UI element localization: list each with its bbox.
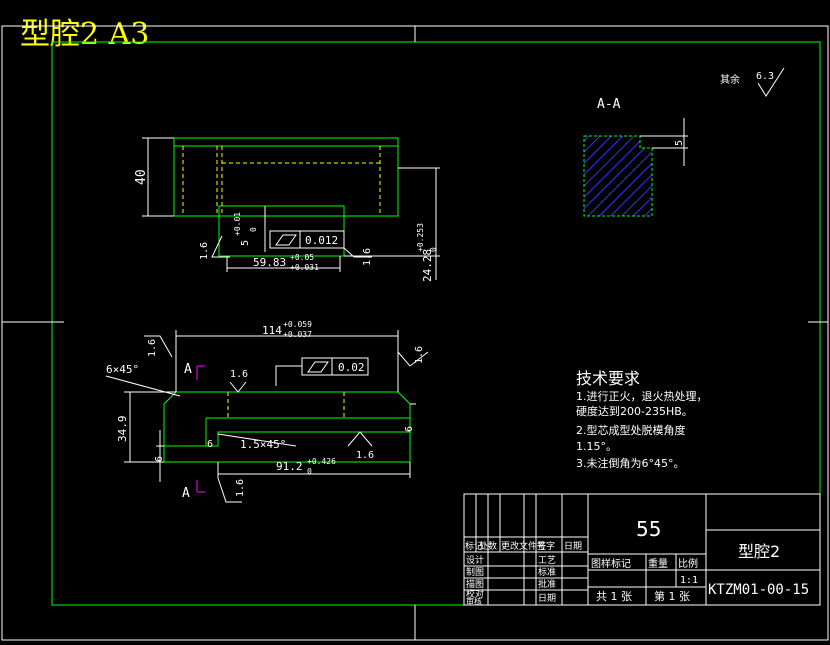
svg-text:技术要求: 技术要求: [576, 369, 640, 388]
svg-text:+0.037: +0.037: [283, 330, 312, 339]
svg-text:55: 55: [636, 517, 661, 541]
svg-text:0: 0: [249, 227, 258, 232]
svg-text:+0.01: +0.01: [233, 212, 242, 236]
svg-text:校对: 校对: [466, 588, 484, 600]
svg-text:硬度达到200-235HB。: 硬度达到200-235HB。: [576, 404, 693, 418]
outer-border: [1, 25, 829, 641]
svg-text:5: 5: [240, 240, 251, 246]
svg-text:+0.031: +0.031: [290, 263, 319, 272]
centering-marks: [2, 26, 828, 640]
svg-text:6: 6: [404, 426, 415, 432]
svg-text:6: 6: [207, 439, 213, 450]
svg-text:第 1 张: 第 1 张: [654, 589, 690, 603]
drawing-frame: [51, 41, 821, 606]
svg-text:日期: 日期: [538, 593, 556, 604]
svg-text:比例: 比例: [678, 557, 698, 570]
general-roughness: 其余 6.3: [720, 67, 785, 97]
svg-text:+0.05: +0.05: [290, 253, 314, 262]
svg-text:91.2: 91.2: [276, 460, 303, 473]
svg-text:标记: 标记: [465, 540, 483, 552]
svg-text:KTZM01-00-15: KTZM01-00-15: [708, 582, 809, 598]
svg-text:更改文件号: 更改文件号: [501, 540, 546, 552]
svg-text:型腔2: 型腔2: [738, 542, 780, 561]
svg-text:+0.253: +0.253: [416, 223, 425, 252]
svg-text:24.28: 24.28: [421, 249, 434, 282]
svg-text:描图: 描图: [466, 578, 484, 590]
top-view: 40 5 +0.01 0 0.012 1.6 1.6 59.83 +0.05 +…: [134, 137, 440, 282]
svg-text:3.未注倒角为6°45°。: 3.未注倒角为6°45°。: [576, 456, 685, 470]
svg-text:114: 114: [262, 324, 282, 337]
svg-text:1.6: 1.6: [230, 369, 248, 380]
section-a-a: A-A 5: [583, 97, 688, 217]
svg-text:+0.059: +0.059: [283, 320, 312, 329]
title-block: 55 型腔2 KTZM01-00-15 标记 处数 更改文件号 签字 日期 设计…: [463, 493, 821, 606]
svg-text:6.3: 6.3: [756, 71, 774, 82]
svg-text:1.15°。: 1.15°。: [576, 440, 617, 453]
svg-text:40: 40: [134, 169, 149, 185]
svg-text:1.5×45°: 1.5×45°: [240, 438, 286, 451]
svg-text:签字: 签字: [537, 540, 555, 552]
svg-text:6: 6: [154, 456, 165, 462]
sheet-title: 型腔2 A3: [20, 17, 150, 52]
svg-text:59.83: 59.83: [253, 256, 286, 269]
svg-text:A: A: [182, 486, 190, 501]
svg-text:5: 5: [674, 140, 685, 146]
svg-text:重量: 重量: [648, 557, 668, 570]
svg-text:1.6: 1.6: [414, 346, 425, 364]
svg-text:1:1: 1:1: [680, 575, 698, 586]
svg-text:标准: 标准: [538, 566, 556, 578]
svg-text:6×45°: 6×45°: [106, 363, 139, 376]
svg-text:0: 0: [429, 247, 438, 252]
svg-text:1.6: 1.6: [362, 248, 373, 266]
svg-text:共 1 张: 共 1 张: [596, 590, 632, 603]
svg-text:日期: 日期: [564, 541, 582, 552]
svg-text:0.012: 0.012: [305, 234, 338, 247]
tech-requirements: 技术要求 1.进行正火，退火热处理， 硬度达到200-235HB。 2.型芯成型…: [576, 369, 708, 470]
svg-text:34.9: 34.9: [116, 416, 129, 443]
svg-text:图样标记: 图样标记: [591, 557, 631, 570]
svg-text:1.6: 1.6: [147, 339, 158, 357]
svg-text:A-A: A-A: [597, 97, 621, 112]
svg-text:处数: 处数: [479, 540, 497, 552]
svg-text:批准: 批准: [538, 578, 556, 590]
svg-text:+0.426: +0.426: [307, 457, 336, 466]
front-view: 114 +0.059 +0.037 6×45° A A 0.02 34.9 6 …: [105, 320, 429, 503]
svg-text:审核: 审核: [466, 596, 482, 606]
svg-text:0: 0: [307, 467, 312, 476]
svg-text:设计: 设计: [466, 554, 484, 566]
svg-text:制图: 制图: [466, 566, 484, 578]
svg-text:1.6: 1.6: [235, 479, 246, 497]
svg-text:1.进行正火，退火热处理，: 1.进行正火，退火热处理，: [576, 390, 708, 403]
svg-text:1.6: 1.6: [356, 450, 374, 461]
svg-text:2.型芯成型处脱模角度: 2.型芯成型处脱模角度: [576, 423, 686, 437]
svg-text:A: A: [184, 362, 192, 377]
svg-text:其余: 其余: [720, 73, 740, 86]
svg-text:工艺: 工艺: [538, 555, 556, 566]
svg-text:1.6: 1.6: [199, 242, 210, 260]
svg-text:0.02: 0.02: [338, 361, 365, 374]
